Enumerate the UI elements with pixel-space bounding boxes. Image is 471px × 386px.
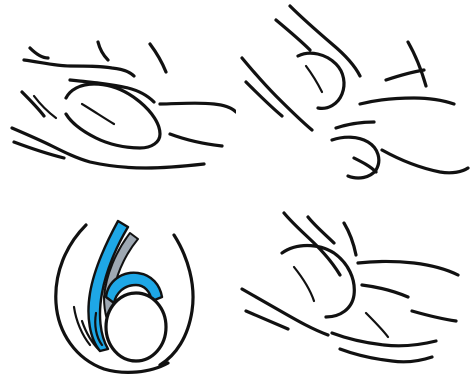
panel-top-right xyxy=(236,0,471,193)
panel-top-left xyxy=(0,0,236,193)
fingers-palpating-drawing xyxy=(236,0,471,193)
anatomical-cross-section-drawing xyxy=(0,193,236,386)
panel-bottom-right xyxy=(236,193,471,386)
hands-cupping-drawing xyxy=(0,0,236,193)
hand-examining-drawing xyxy=(236,193,471,386)
round-organ-shape xyxy=(106,293,166,361)
panel-bottom-left xyxy=(0,193,236,386)
